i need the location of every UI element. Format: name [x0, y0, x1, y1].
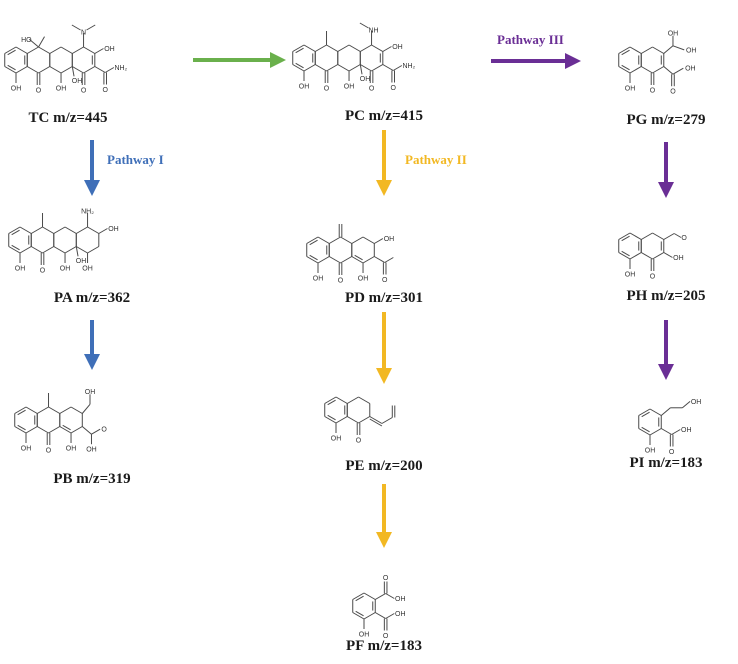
atom-label: O — [681, 235, 687, 242]
atom-label: NH₂ — [402, 63, 415, 70]
atom-label: O — [383, 575, 389, 582]
molecule-pc: O OH OH OH O NH OH NH₂ O — [292, 22, 416, 93]
atom-label: OH — [86, 447, 97, 454]
pathway-ii-label: Pathway II — [405, 152, 467, 167]
atom-label: OH — [395, 596, 406, 603]
molecule-tc: HO O OH OH OH O N OH NH₂ O — [4, 24, 128, 95]
atom-label: O — [382, 277, 388, 284]
atom-label: O — [669, 449, 675, 456]
atom-label: OH — [681, 427, 692, 434]
atom-label: O — [40, 268, 46, 275]
atom-label: OH — [625, 86, 636, 93]
atom-label: OH — [686, 47, 697, 54]
atom-label: NH₂ — [114, 65, 127, 72]
molecule-ph: OH O O OH — [618, 232, 687, 281]
atom-label: O — [390, 85, 396, 92]
atom-label: OH — [299, 84, 310, 91]
compound-label-pi: PI m/z=183 — [629, 455, 703, 471]
atom-label: O — [670, 89, 676, 96]
molecule-pb: O OH OH OH O OH — [14, 389, 107, 455]
molecule-pg: OH O OH OH O OH — [618, 30, 697, 96]
atom-label: OH — [625, 272, 636, 279]
atom-label: OH — [685, 66, 696, 73]
atom-label: O — [338, 278, 344, 285]
atom-label: OH — [66, 446, 77, 453]
atom-label: O — [46, 448, 52, 455]
atom-label: OH — [691, 399, 702, 406]
atom-label: OH — [60, 266, 71, 273]
compound-label-pg: PG m/z=279 — [626, 112, 706, 128]
atom-label: OH — [360, 76, 371, 83]
compound-label-ph: PH m/z=205 — [626, 288, 706, 304]
atom-label: HO — [21, 37, 32, 44]
molecule-pe: OH O — [324, 396, 396, 445]
atom-label: O — [650, 274, 656, 281]
molecule-pd: O OH OH OH O — [306, 224, 395, 285]
compound-label-pd: PD m/z=301 — [344, 290, 424, 306]
atom-label: OH — [384, 236, 395, 243]
atom-label: OH — [21, 446, 32, 453]
atom-label: OH — [11, 86, 22, 93]
atom-label: OH — [344, 84, 355, 91]
atom-label: OH — [85, 389, 96, 396]
atom-label: OH — [56, 86, 67, 93]
atom-label: NH — [368, 28, 378, 35]
atom-label: O — [324, 86, 330, 93]
atom-label: OH — [15, 266, 26, 273]
compound-label-pa: PA m/z=362 — [53, 290, 131, 306]
atom-label: OH — [72, 78, 83, 85]
atom-label: O — [369, 86, 375, 93]
atom-label: OH — [358, 276, 369, 283]
molecule-pi: OH OH OH O — [638, 399, 702, 456]
atom-label: O — [36, 88, 42, 95]
atom-label: OH — [392, 44, 403, 51]
atom-label: OH — [645, 448, 656, 455]
atom-label: OH — [76, 258, 87, 265]
atom-label: N — [81, 30, 86, 37]
compound-label-tc: TC m/z=445 — [28, 110, 108, 126]
atom-label: NH₂ — [81, 209, 94, 216]
atom-label: O — [101, 427, 107, 434]
atom-label: OH — [108, 226, 119, 233]
atom-label: OH — [668, 30, 679, 37]
atom-label: OH — [331, 436, 342, 443]
atom-label: OH — [313, 276, 324, 283]
compound-label-pb: PB m/z=319 — [53, 471, 131, 487]
atom-label: OH — [673, 255, 684, 262]
molecule-pf: OH O OH OH O — [352, 575, 406, 640]
atom-label: OH — [359, 632, 370, 639]
pathway-iii-label: Pathway III — [497, 32, 564, 47]
atom-label: O — [81, 88, 87, 95]
compound-label-pe: PE m/z=200 — [345, 458, 423, 474]
atom-label: OH — [104, 46, 115, 53]
atom-label: O — [102, 87, 108, 94]
atom-label: O — [650, 88, 656, 95]
pathway-i-label: Pathway I — [107, 152, 164, 167]
atom-label: O — [383, 633, 389, 640]
atom-label: OH — [395, 611, 406, 618]
compound-label-pf: PF m/z=183 — [346, 638, 422, 654]
atom-label: O — [356, 438, 362, 445]
atom-label: OH — [82, 266, 93, 273]
compound-label-pc: PC m/z=415 — [344, 108, 424, 124]
